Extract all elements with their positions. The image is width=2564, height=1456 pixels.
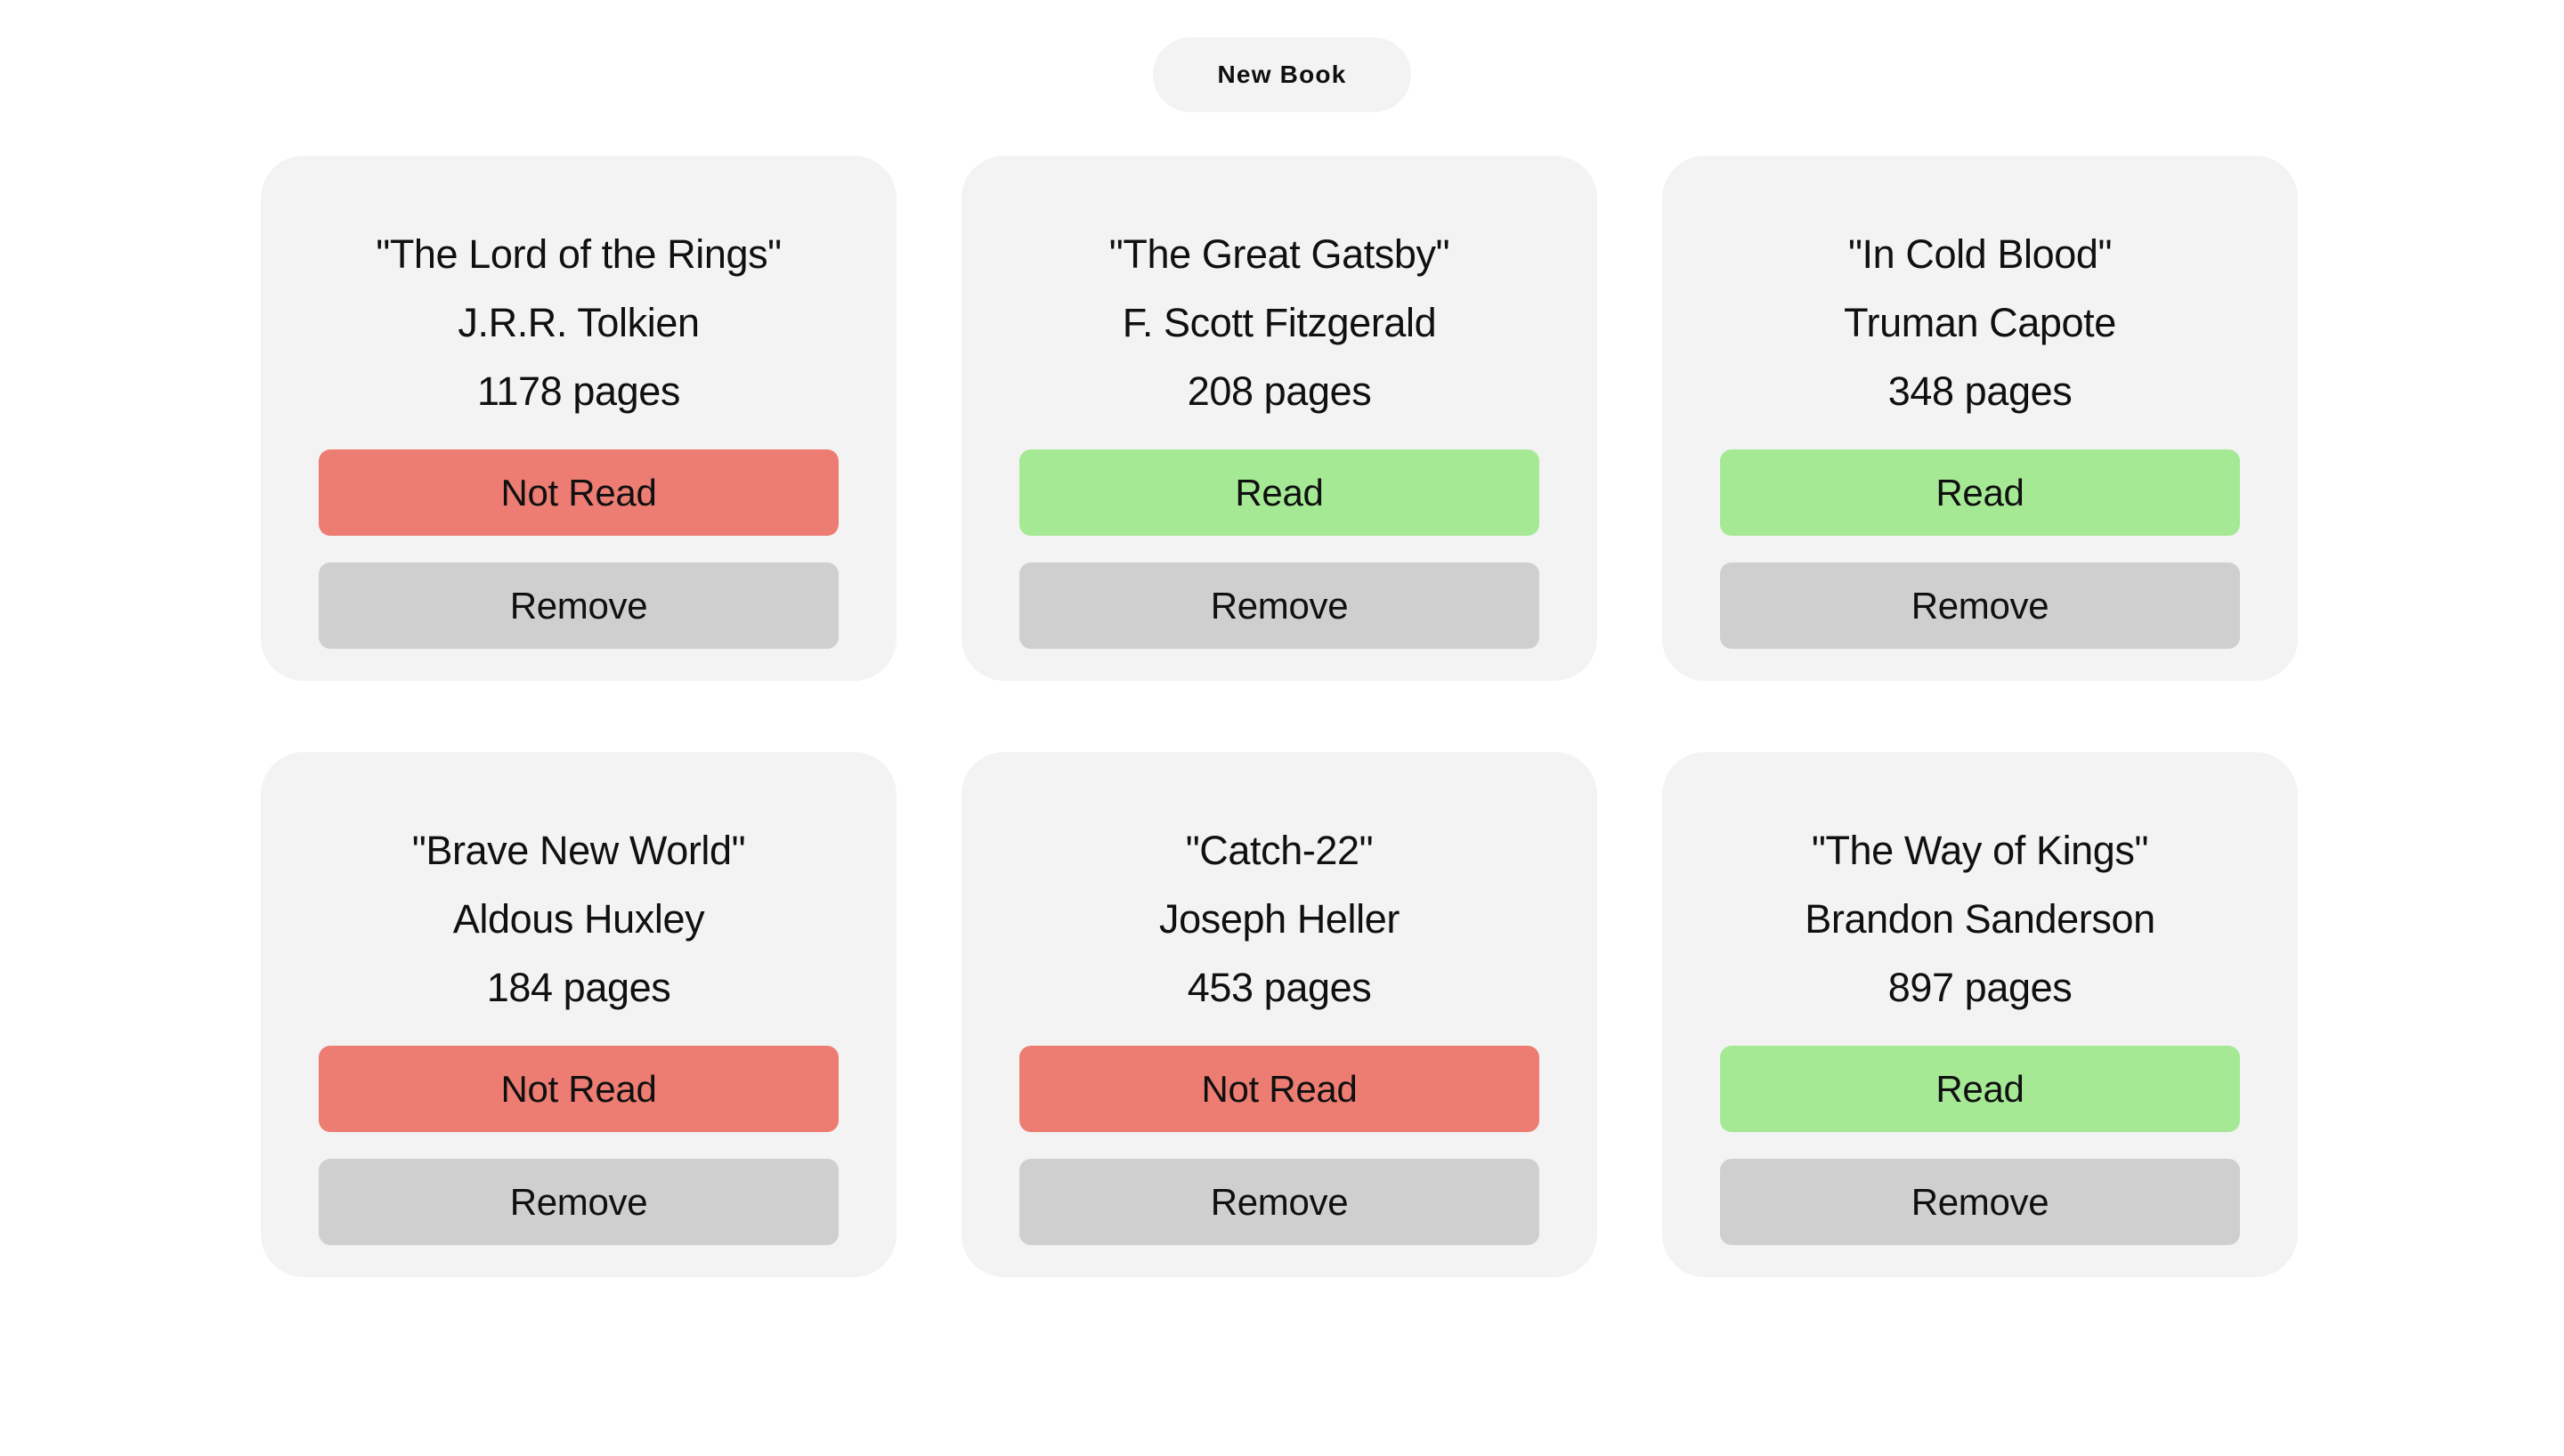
book-title: "The Great Gatsby" (1108, 231, 1450, 277)
book-author: F. Scott Fitzgerald (1122, 300, 1437, 345)
new-book-button[interactable]: New Book (1153, 37, 1411, 112)
read-status-button[interactable]: Not Read (1019, 1046, 1539, 1132)
book-title: "In Cold Blood" (1847, 231, 2113, 277)
book-card: "The Lord of the Rings" J.R.R. Tolkien 117… (261, 156, 897, 681)
read-status-button[interactable]: Not Read (319, 1046, 839, 1132)
book-page-count: 348 pages (1887, 368, 2073, 414)
book-page-count: 453 pages (1187, 965, 1372, 1010)
book-author: Truman Capote (1844, 300, 2116, 345)
book-page-count: 208 pages (1187, 368, 1372, 414)
remove-button[interactable]: Remove (319, 1159, 839, 1245)
book-page-count: 897 pages (1887, 965, 2073, 1010)
book-title: "The Way of Kings" (1811, 828, 2149, 873)
app-header: New Book (0, 0, 2564, 150)
remove-button[interactable]: Remove (1720, 562, 2240, 649)
book-card-grid: "The Lord of the Rings" J.R.R. Tolkien 117… (261, 156, 2304, 1277)
remove-button[interactable]: Remove (1720, 1159, 2240, 1245)
book-title: "The Lord of the Rings" (376, 231, 782, 277)
read-status-button[interactable]: Read (1019, 449, 1539, 536)
remove-button[interactable]: Remove (319, 562, 839, 649)
remove-button[interactable]: Remove (1019, 1159, 1539, 1245)
book-author: Brandon Sanderson (1805, 896, 2155, 942)
read-status-button[interactable]: Read (1720, 1046, 2240, 1132)
remove-button[interactable]: Remove (1019, 562, 1539, 649)
read-status-button[interactable]: Read (1720, 449, 2240, 536)
book-author: Aldous Huxley (452, 896, 705, 942)
book-title: "Catch-22" (1185, 828, 1374, 873)
book-page-count: 1178 pages (477, 368, 680, 414)
book-author: J.R.R. Tolkien (458, 300, 700, 345)
book-page-count: 184 pages (486, 965, 671, 1010)
book-title: "Brave New World" (411, 828, 746, 873)
book-card: "The Great Gatsby" F. Scott Fitzgerald 208… (961, 156, 1597, 681)
read-status-button[interactable]: Not Read (319, 449, 839, 536)
book-card: "The Way of Kings" Brandon Sanderson 897 p… (1662, 752, 2298, 1277)
book-author: Joseph Heller (1159, 896, 1400, 942)
